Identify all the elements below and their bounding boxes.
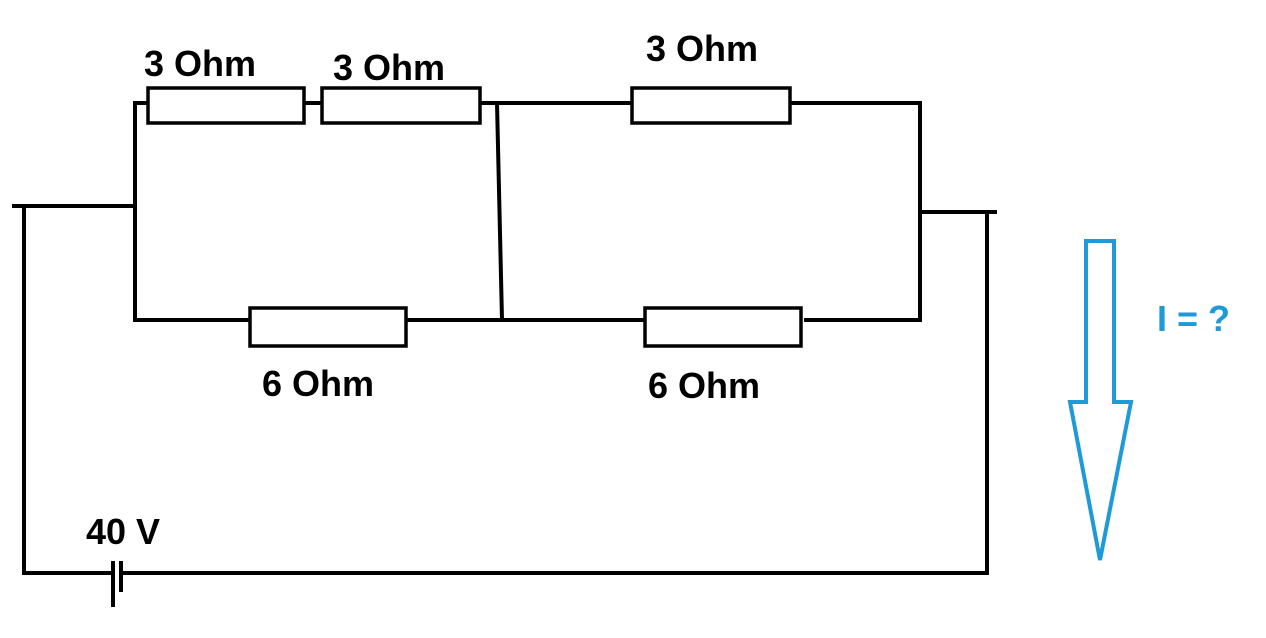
wire-right-down xyxy=(120,210,989,575)
wires xyxy=(12,100,997,575)
resistor-label-top-left-1: 3 Ohm xyxy=(144,43,256,84)
arrow-down-icon xyxy=(1067,239,1134,561)
resistor-label-top-left-2: 3 Ohm xyxy=(333,47,445,88)
wire-top-left xyxy=(133,101,252,322)
labels: 3 Ohm 3 Ohm 3 Ohm 6 Ohm 6 Ohm 40 V xyxy=(86,28,760,552)
resistor-bottom-left xyxy=(248,306,408,348)
resistor-label-bottom-right: 6 Ohm xyxy=(648,365,760,406)
resistor-top-left-2 xyxy=(320,86,482,125)
resistor-bottom-right xyxy=(643,306,803,348)
wire-middle-junction xyxy=(494,100,505,323)
current-arrow: I = ? xyxy=(1067,239,1230,561)
resistor-label-top-right: 3 Ohm xyxy=(646,28,758,69)
source-voltage-label: 40 V xyxy=(86,511,160,552)
wire-left-down xyxy=(22,204,114,575)
resistors xyxy=(146,86,803,348)
battery-symbol xyxy=(111,561,123,607)
current-label: I = ? xyxy=(1157,298,1230,339)
resistor-top-right xyxy=(630,86,792,125)
resistor-label-bottom-left: 6 Ohm xyxy=(262,363,374,404)
wire-top-right xyxy=(788,101,922,322)
resistor-top-left-1 xyxy=(146,86,306,125)
